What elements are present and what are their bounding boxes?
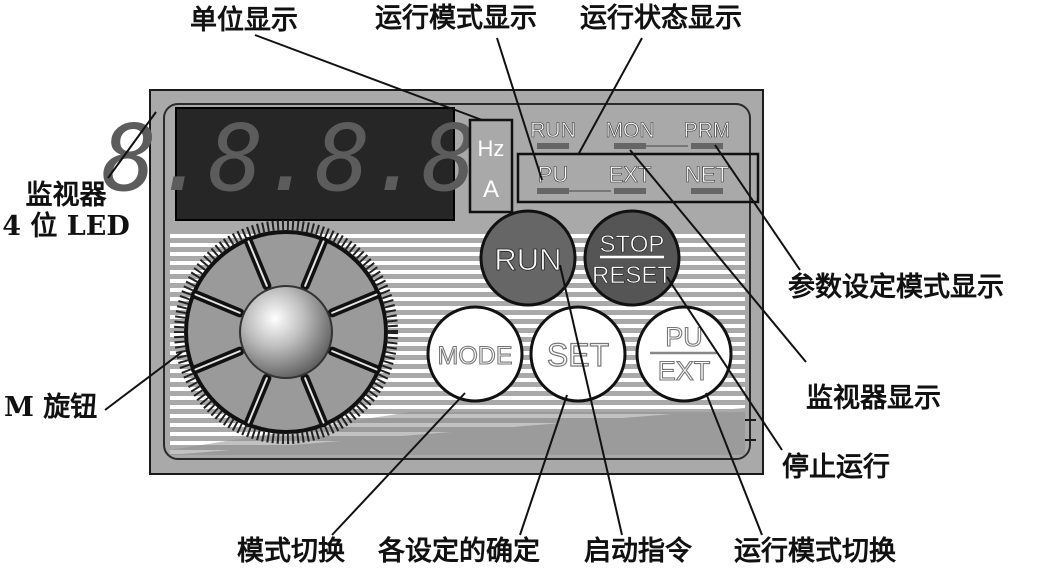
led-label-net: NET [685,162,729,187]
m-dial-knob[interactable] [239,285,333,379]
callout-mode-switch: 模式切换 [237,536,345,567]
unit-hz: Hz [478,136,505,161]
pu-ext-button[interactable]: PU EXT [635,305,733,403]
pu-button-label: PU [665,322,703,352]
led-monitor: 8.8.8.8. [101,105,531,221]
led-run [537,143,569,149]
callout-start-command: 启动指令 [584,536,692,567]
callout-monitor-led-line2: 4 位 LED [2,211,130,243]
callout-operation-mode-switch: 运行模式切换 [734,536,896,567]
dial-spoke [331,350,378,371]
set-button[interactable]: SET [529,305,627,403]
led-label-run: RUN [530,119,576,142]
unit-indicator: Hz A [468,118,514,214]
reset-button-label: RESET [592,262,672,289]
stop-reset-button[interactable]: STOP RESET [583,209,681,307]
led-ext [614,188,646,194]
dial-spoke [247,377,268,424]
callout-unit-display: 单位显示 [190,5,298,36]
status-led-group: RUN MON PRM PU EXT NET [516,119,760,204]
callout-operation-mode-display: 运行模式显示 [375,3,537,34]
dial-spoke [194,350,241,371]
ext-button-label: EXT [658,356,711,386]
operation-mode-box [516,152,760,204]
callout-parameter-setting-mode-display: 参数设定模式显示 [788,272,1004,303]
dial-spoke [247,240,268,287]
m-dial[interactable] [174,220,398,444]
led-mon [614,143,646,149]
led-label-prm: PRM [684,119,731,142]
led-pu [537,188,569,194]
leader-lines [104,34,807,536]
led-label-pu: PU [538,162,569,187]
stop-button-label: STOP [600,231,665,258]
led-digits: 8.8.8.8. [101,105,528,212]
mode-button-label: MODE [438,342,513,370]
led-net [691,188,723,194]
dial-spoke [331,293,378,314]
callout-confirm-settings: 各设定的确定 [378,536,540,567]
callout-monitor-led-line1: 监视器 [25,180,107,211]
callout-operation-status-display: 运行状态显示 [580,3,742,34]
callout-monitor-led: 监视器 4 位 LED [2,180,130,242]
dial-spoke [194,293,241,314]
callout-stop-operation: 停止运行 [782,452,890,483]
led-label-mon: MON [606,119,655,142]
run-button-label: RUN [494,242,561,277]
led-label-ext: EXT [609,162,652,187]
mode-button[interactable]: MODE [426,305,524,403]
dial-spoke [304,240,325,287]
unit-a: A [483,176,499,203]
callout-m-dial: M 旋钮 [4,392,98,423]
led-prm [691,143,723,149]
run-button[interactable]: RUN [479,209,577,307]
callout-monitor-display: 监视器显示 [806,383,941,414]
dial-spoke [304,377,325,424]
